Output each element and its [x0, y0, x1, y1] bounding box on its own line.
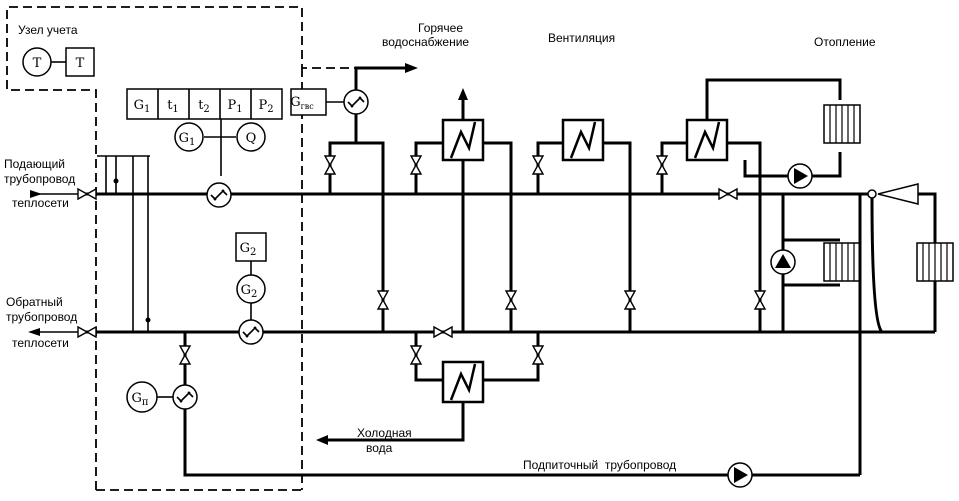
return-label-line3: теплосети [12, 336, 69, 350]
elevator-mixer-icon [877, 183, 919, 205]
radiator-top-icon [823, 104, 861, 144]
hx-upper-return-valve-icon [505, 290, 517, 310]
flowmeter-g1-icon: G1 [174, 122, 204, 152]
hx-upper-arrow-icon [458, 88, 468, 100]
svg-text:G2: G2 [241, 283, 258, 300]
hx-lower-return-valve-icon [532, 345, 544, 365]
heating-label: Отопление [814, 35, 876, 49]
heating-heat-exchanger-icon [685, 118, 729, 162]
panel-cell-t2: t2 [198, 98, 210, 115]
return-flowmeter-icon [238, 319, 264, 345]
cold-water-arrow-icon [316, 435, 328, 445]
svg-text:Q: Q [246, 131, 257, 146]
heat-exchanger-upper-icon [441, 118, 485, 162]
ventilation-label: Вентиляция [548, 31, 615, 45]
supply-label-line1: Подающий [4, 157, 65, 171]
supply-label-line2: трубопровод [4, 172, 75, 186]
svg-text:T: T [33, 56, 42, 71]
hot-water-label-line1: Горячее [418, 21, 463, 35]
panel-cell-g1: G1 [134, 98, 151, 115]
g2-indicator-box: G2 [235, 232, 267, 262]
return-valve-icon [433, 326, 453, 338]
heat-calculator-q-icon: Q [236, 122, 266, 152]
return-label-line2: трубопровод [6, 310, 77, 324]
heating-valve-icon [656, 155, 668, 175]
metering-unit-boundary [6, 6, 356, 491]
svg-text:G1: G1 [179, 131, 196, 148]
makeup-pipe [183, 332, 728, 477]
mixing-valve-icon [718, 188, 738, 200]
svg-text:Gгвс: Gгвс [290, 95, 314, 111]
gvs-supply-branch [328, 114, 358, 194]
ventilation-return-valve-icon [624, 290, 636, 310]
gvs-return-branch [356, 141, 385, 332]
cold-water-label-line2: вода [366, 441, 393, 455]
flowmeter-g2-icon: G2 [236, 274, 266, 304]
thermometer-left-icon: T [22, 47, 52, 77]
hot-water-label-line2: водоснабжение [382, 35, 469, 49]
flowmeter-gp-icon: Gп [126, 381, 158, 413]
heat-exchanger-lower-icon [441, 360, 485, 404]
metering-unit-label: Узел учета [18, 23, 78, 37]
panel-cell-p2: P2 [258, 98, 273, 115]
return-outlet-valve-icon [77, 326, 97, 338]
panel-cell-p1: P1 [227, 98, 242, 115]
gvs-supply-valve-icon [324, 155, 336, 175]
radiator-right-icon [916, 242, 954, 282]
svg-text:T: T [76, 56, 85, 71]
return-label-line1: Обратный [6, 295, 63, 309]
hot-water-arrow-icon [405, 63, 418, 73]
makeup-valve-icon [179, 345, 191, 365]
thermometer-right-box: T [65, 47, 95, 77]
cold-water-label-line1: Холодная [357, 426, 412, 440]
meter-panel: G1 t1 t2 P1 P2 [126, 88, 283, 120]
heating-circulation-pump-icon [787, 163, 813, 189]
makeup-flowmeter-icon [172, 384, 198, 410]
supply-label-line3: теплосети [12, 196, 69, 210]
ventilation-valve-icon [532, 155, 544, 175]
ventilation-heater-icon [561, 118, 605, 162]
gvs-return-valve-icon [377, 290, 389, 310]
svg-text:G2: G2 [240, 241, 257, 258]
cold-water-inlet [328, 402, 465, 442]
heating-return-valve-icon [754, 290, 766, 310]
heating-pump-vertical-icon [770, 249, 796, 275]
supply-inlet-valve-icon [77, 188, 97, 200]
return-outlet-arrow-icon [28, 328, 40, 336]
sensor-taps [97, 155, 151, 332]
heating-circuit-top [705, 78, 842, 120]
svg-text:Gп: Gп [131, 391, 148, 408]
supply-flowmeter-icon [206, 182, 232, 208]
hx-upper-valve-icon [410, 155, 422, 175]
gvs-flowmeter-icon [343, 89, 369, 115]
panel-cell-t1: t1 [167, 98, 179, 115]
makeup-pump-icon [727, 462, 753, 488]
supply-inlet-arrow-icon [30, 190, 42, 198]
hx-lower-valve-icon [410, 345, 422, 365]
g-gvs-box: Gгвс [290, 88, 327, 116]
makeup-pipe-label: Подпиточный трубопровод [523, 458, 676, 472]
radiator-mid-icon [823, 242, 861, 282]
